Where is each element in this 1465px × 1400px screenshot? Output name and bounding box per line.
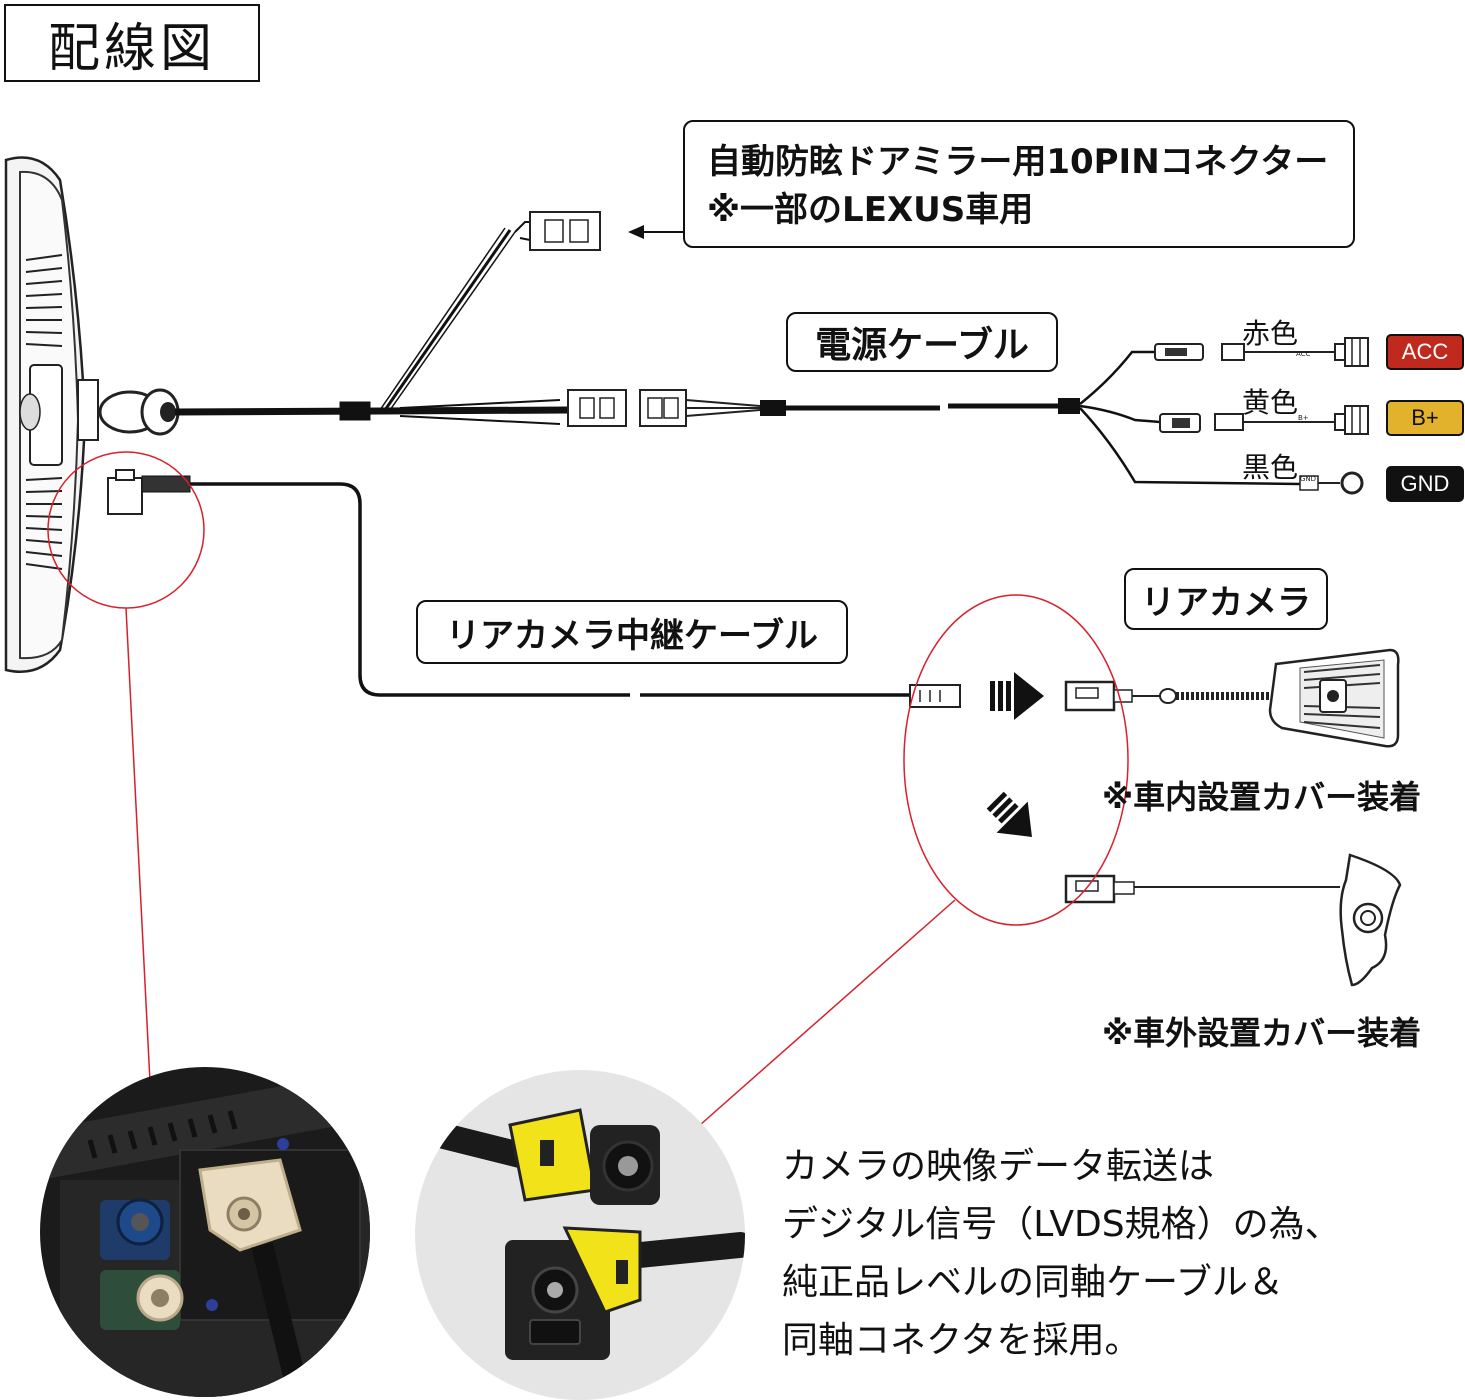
power-branches (1079, 350, 1301, 486)
description-line2: デジタル信号（LVDS規格）の為、 (782, 1204, 1341, 1245)
fuse-taps (1154, 337, 1369, 495)
mirror-unit (4, 156, 180, 674)
highlight-annotations (47, 451, 1129, 1126)
power-cable-label-box: 電源ケーブル (786, 312, 1058, 372)
down-right-arrow-icon (986, 791, 1032, 837)
wire-red-label: 赤色 (1242, 317, 1299, 350)
rear-camera-label: リアカメラ (1141, 582, 1311, 623)
description-block: カメラの映像データ転送は デジタル信号（LVDS規格）の為、 純正品レベルの同軸… (782, 1138, 1341, 1370)
mirror-port-photo (40, 1067, 370, 1397)
bplus-tag: B+ (1386, 400, 1464, 436)
description-line3: 純正品レベルの同軸ケーブル＆ (782, 1262, 1284, 1303)
exterior-cover-note: ※車外設置カバー装着 (1102, 1014, 1422, 1052)
rear-camera-interior (1064, 648, 1400, 748)
page-title: 配線図 (47, 18, 216, 79)
title-box: 配線図 (4, 4, 260, 82)
interior-cover-note: ※車内設置カバー装着 (1102, 778, 1422, 816)
10pin-connector (529, 211, 601, 251)
power-inline-connectors (567, 389, 1080, 427)
description-line1: カメラの映像データ転送は (782, 1146, 1215, 1187)
wire-black-label: 黒色 (1242, 451, 1299, 484)
relay-cable-label-box: リアカメラ中継ケーブル (416, 600, 848, 664)
right-arrow-icon (990, 672, 1044, 720)
acc-small-label: ACC (1296, 350, 1311, 358)
relay-cable (107, 469, 961, 708)
relay-cable-label: リアカメラ中継ケーブル (446, 615, 818, 656)
gnd-tag: GND (1386, 466, 1464, 502)
gnd-small-label: GND (1300, 475, 1316, 483)
connector-callout: 自動防眩ドアミラー用10PINコネクター ※一部のLEXUS車用 (683, 120, 1355, 248)
wire-yellow-label: 黄色 (1242, 386, 1299, 419)
power-cable-label: 電源ケーブル (815, 325, 1029, 366)
connector-callout-line1: 自動防眩ドアミラー用10PINコネクター (707, 142, 1329, 182)
acc-tag: ACC (1386, 334, 1464, 370)
rear-camera-exterior (1064, 853, 1402, 987)
connector-callout-line2: ※一部のLEXUS車用 (707, 190, 1034, 230)
power-harness (174, 221, 571, 425)
coax-connector-photo (415, 1070, 745, 1400)
bplus-small-label: B+ (1298, 414, 1309, 422)
callout-arrow-icon (628, 225, 644, 239)
rear-camera-label-box: リアカメラ (1124, 568, 1328, 630)
description-line4: 同軸コネクタを採用。 (782, 1320, 1141, 1361)
